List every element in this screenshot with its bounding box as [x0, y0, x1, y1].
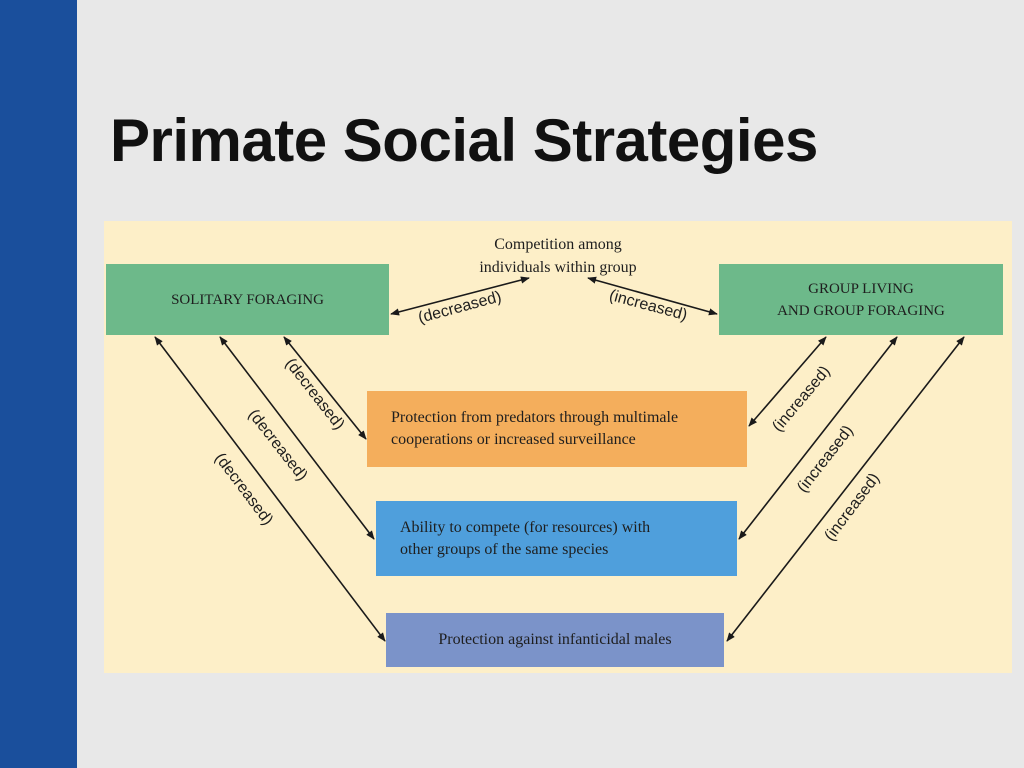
predator-protection-box: Protection from predators through multim…: [367, 391, 747, 467]
solitary-foraging-label: SOLITARY FORAGING: [171, 291, 324, 308]
infanticide-protection-box: Protection against infanticidal males: [386, 613, 724, 667]
group-living-label-line1: GROUP LIVING: [808, 280, 914, 297]
group-competition-line2: other groups of the same species: [400, 540, 609, 558]
group-competition-line1: Ability to compete (for resources) with: [400, 518, 651, 536]
slide-title: Primate Social Strategies: [110, 107, 818, 174]
arrow-solitary-predators: [283, 336, 367, 440]
competition-label: Competition among individuals within gro…: [463, 233, 653, 279]
label-increased-competition: (increased): [607, 287, 689, 324]
group-living-label-line2: AND GROUP FORAGING: [777, 302, 945, 319]
solitary-foraging-box: SOLITARY FORAGING: [106, 264, 389, 335]
side-accent-bar: [0, 0, 77, 768]
predator-protection-line1: Protection from predators through multim…: [391, 409, 679, 426]
label-increased-predators: (increased): [769, 363, 833, 435]
competition-label-line1: Competition among: [494, 236, 622, 253]
label-decreased-compete: (decreased): [245, 406, 311, 484]
predator-protection-line2: cooperations or increased surveillance: [391, 431, 636, 448]
arrow-solitary-infanticide: [154, 336, 386, 642]
label-decreased-predators: (decreased): [282, 355, 348, 433]
arrow-group-infanticide: [726, 336, 965, 642]
competition-label-line2: individuals within group: [479, 259, 637, 276]
group-competition-box: Ability to compete (for resources) with …: [376, 501, 737, 576]
label-decreased-infanticide: (decreased): [211, 450, 276, 528]
connector-arrows: (decreased) (increased) (decreased) (dec…: [154, 276, 965, 642]
label-increased-compete: (increased): [794, 422, 857, 496]
diagram-panel: SOLITARY FORAGING GROUP LIVING AND GROUP…: [104, 221, 1012, 673]
label-decreased-competition: (decreased): [416, 288, 503, 327]
arrow-group-competition: [587, 276, 718, 316]
arrow-solitary-competition: [390, 276, 530, 316]
group-living-box: GROUP LIVING AND GROUP FORAGING: [719, 264, 1003, 335]
infanticide-protection-label: Protection against infanticidal males: [438, 631, 672, 648]
